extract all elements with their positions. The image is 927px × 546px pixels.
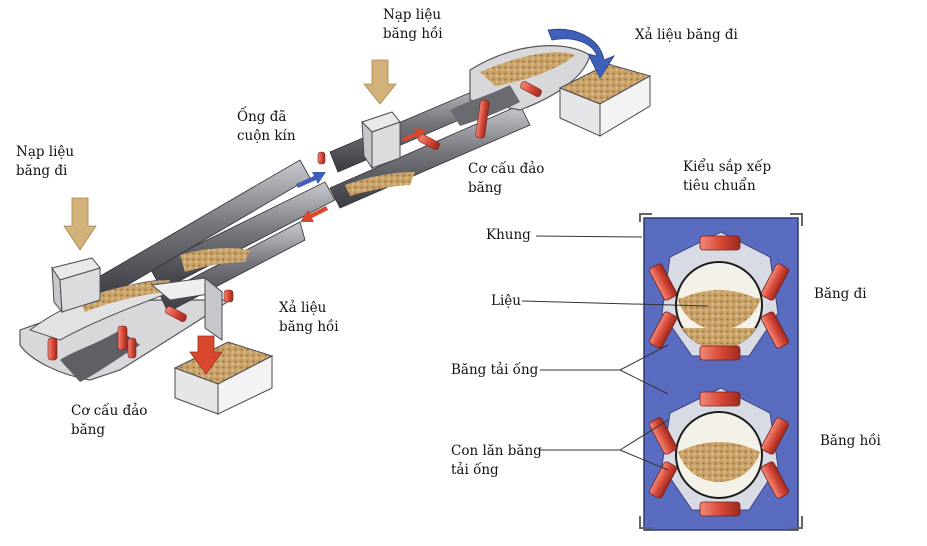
label-line: Kiểu sắp xếp [683, 159, 772, 175]
label-line: Con lăn băng [451, 443, 542, 459]
label-line: băng hồi [383, 26, 443, 42]
discharge-box-bottom [173, 341, 274, 415]
label-nap-lieu-bang-hoi: Nạp liệu băng hồi [383, 6, 443, 44]
label-line: Nạp liệu [383, 7, 442, 23]
label-line: băng hồi [279, 319, 339, 335]
top-material [480, 52, 575, 86]
label-line: băng [468, 180, 503, 196]
label-nap-lieu-bang-di: Nạp liệu băng đi [16, 143, 74, 181]
label-co-cau-dao-bang-top: Cơ cấu đảo băng [468, 160, 544, 198]
feed-hopper-lower [51, 257, 101, 314]
upper-mid-material [345, 172, 415, 196]
label-lieu: Liệu [491, 293, 521, 309]
leader-lines [521, 235, 709, 471]
label-xa-lieu-bang-hoi: Xả liệu băng hồi [279, 299, 339, 337]
label-bang-di: Băng đi [814, 286, 867, 302]
return-ring [649, 387, 789, 517]
feed-hopper-upper [361, 111, 401, 170]
carry-ring [649, 231, 789, 361]
label-kieu-sap-xep: Kiểu sắp xếp tiêu chuẩn [683, 158, 771, 196]
label-line: Ống đã [237, 109, 287, 125]
label-line: tiêu chuẩn [683, 178, 756, 194]
label-co-cau-dao-bang-bottom: Cơ cấu đảo băng [71, 402, 147, 440]
direction-arrow-red-top-icon [402, 128, 426, 142]
label-ong-da-cuon-kin: Ống đã cuộn kín [237, 108, 296, 146]
label-line: tải ống [451, 462, 499, 478]
label-khung: Khung [486, 227, 531, 243]
discharge-arrow-bottom-icon [189, 335, 223, 375]
label-xa-lieu-bang-di: Xả liệu băng đi [635, 27, 738, 43]
direction-arrow-blue-icon [296, 172, 326, 188]
label-con-lan: Con lăn băng tải ống [451, 442, 542, 480]
label-line: băng đi [16, 163, 68, 179]
idler-rollers [47, 81, 542, 361]
label-line: Cơ cấu đảo [71, 403, 148, 419]
feed-arrow-upper-icon [363, 59, 397, 105]
chute-lower [150, 276, 224, 341]
discharge-box-top [558, 63, 652, 137]
label-bang-hoi: Băng hồi [820, 433, 881, 449]
conveyor-illustration [19, 28, 652, 415]
lower-material [80, 280, 170, 312]
label-line: băng [71, 422, 106, 438]
label-line: Nạp liệu [16, 144, 75, 160]
label-line: Xả liệu [279, 300, 327, 316]
label-bang-tai-ong: Băng tải ống [451, 362, 539, 378]
direction-arrow-red-icon [300, 206, 328, 222]
label-line: Cơ cấu đảo [468, 161, 545, 177]
mid-material [180, 247, 250, 272]
label-line: cuộn kín [237, 128, 296, 144]
feed-arrow-lower-icon [63, 197, 97, 251]
cross-section-panel [639, 213, 803, 531]
discharge-arrow-top-icon [547, 28, 616, 79]
